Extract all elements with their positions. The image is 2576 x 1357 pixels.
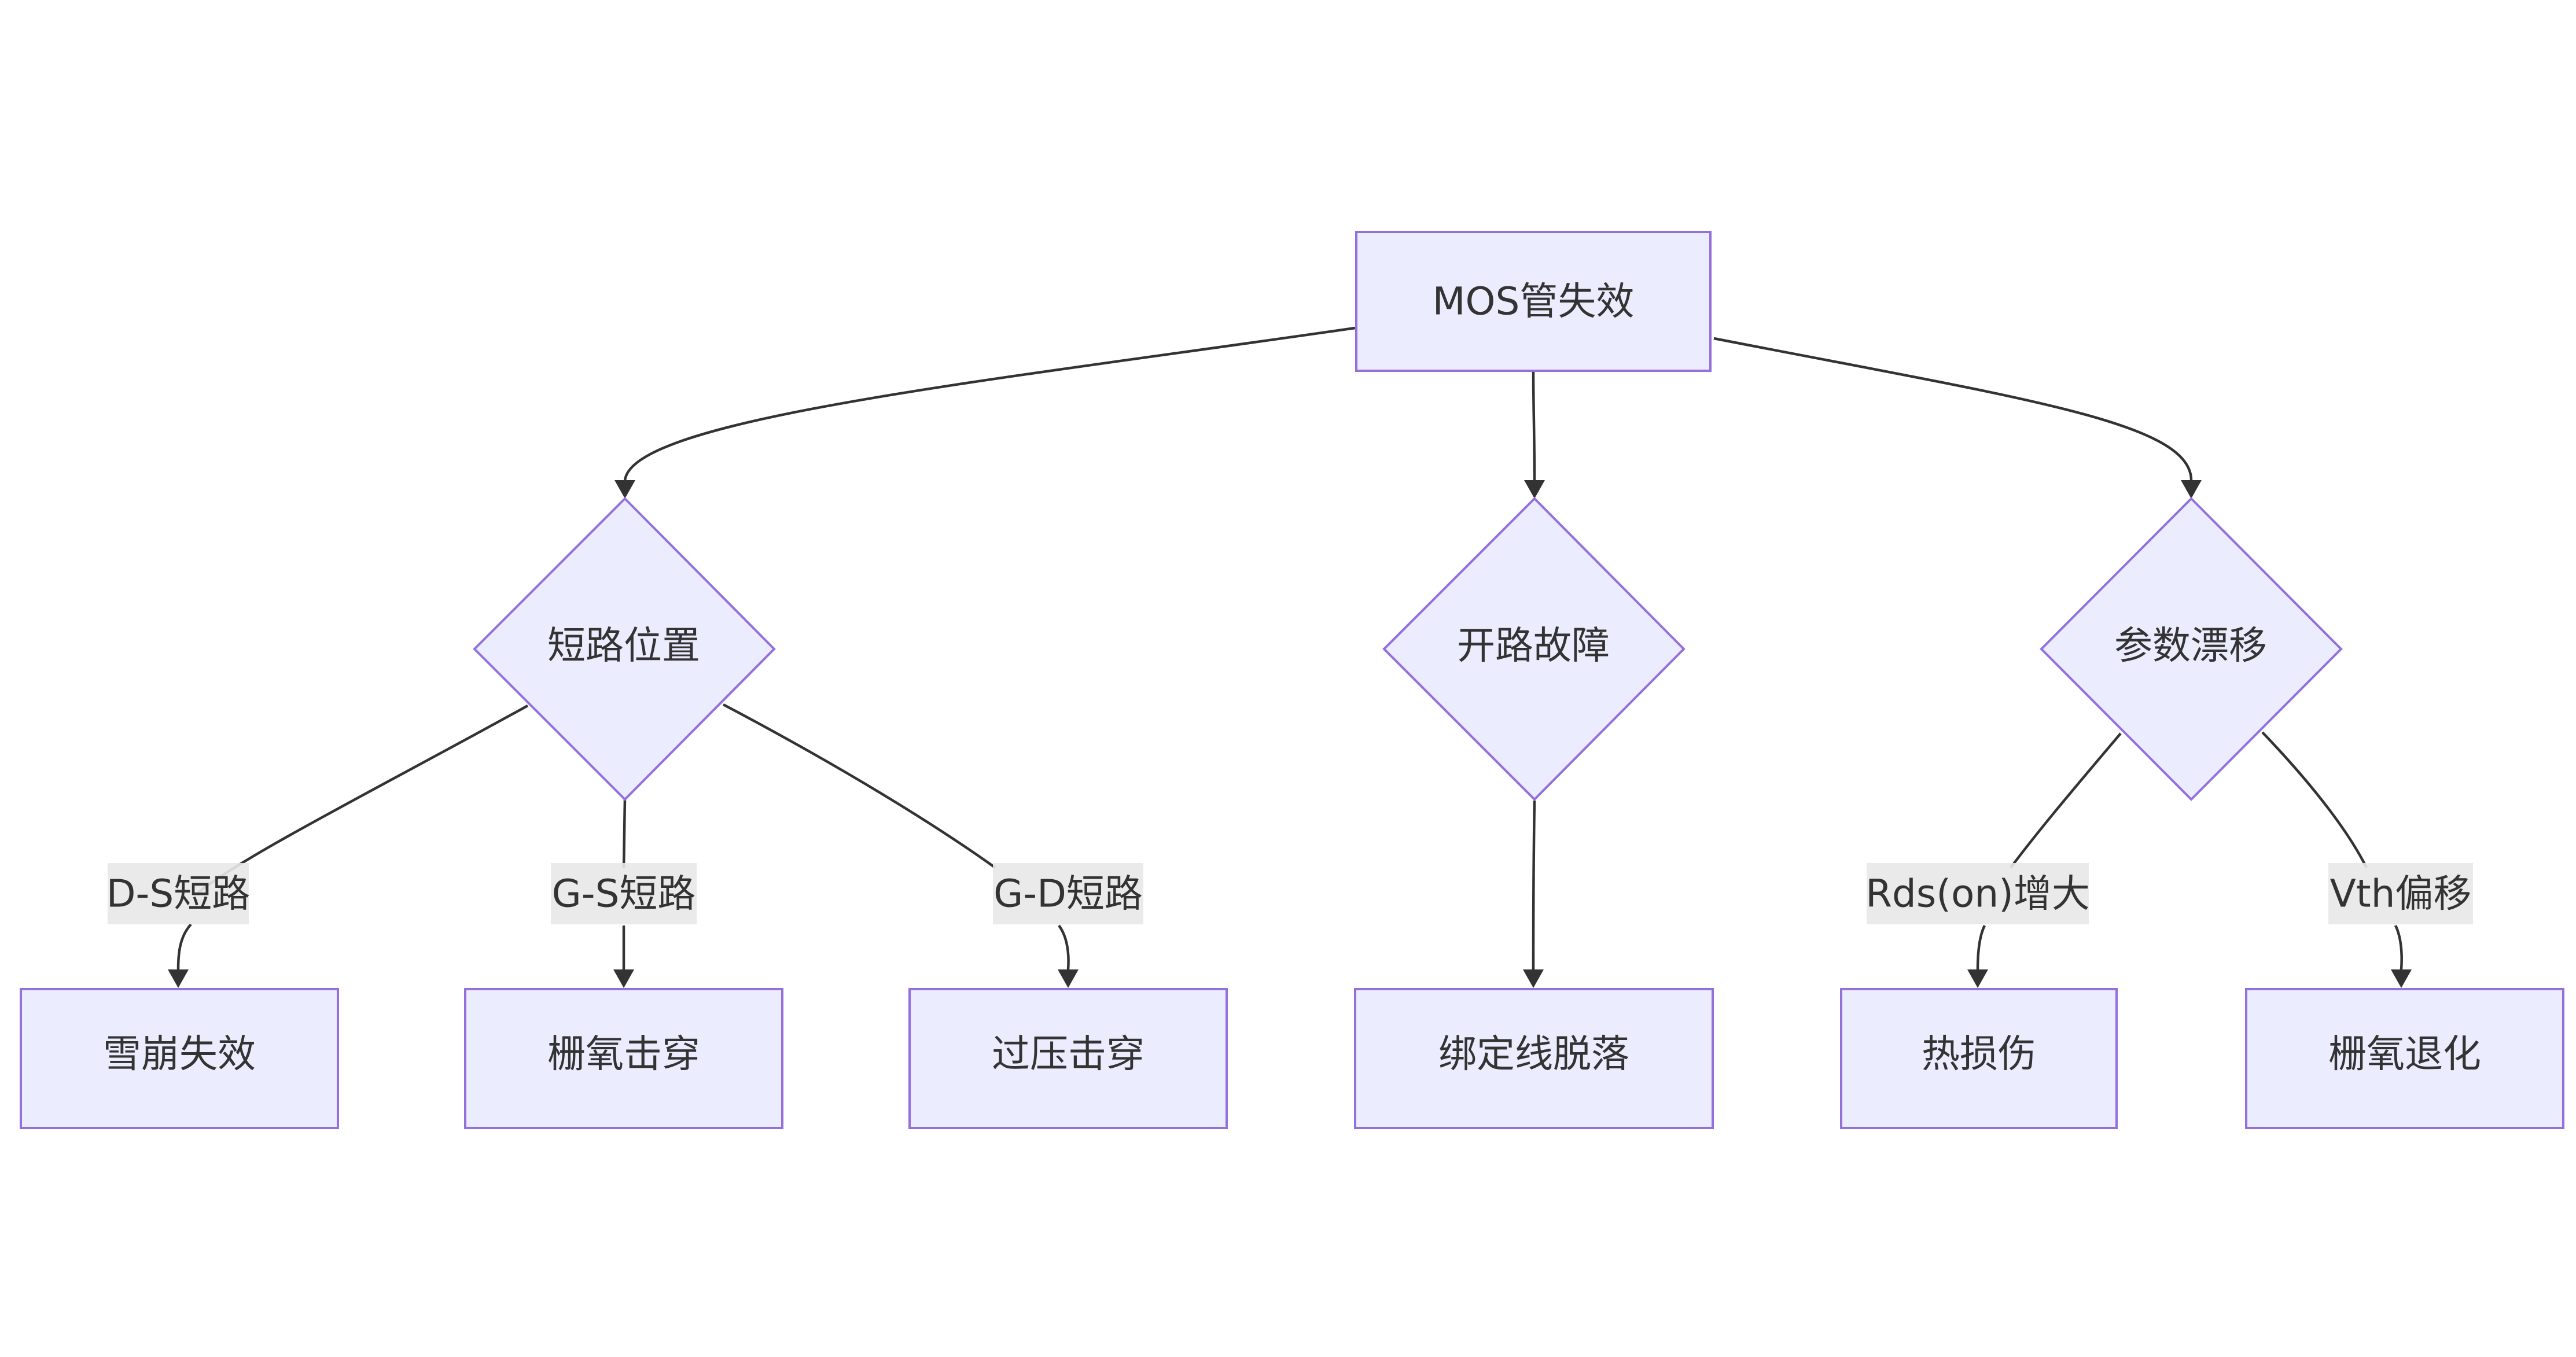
node-gate-oxide-breakdown-label: 栅氧击穿 [547,1032,700,1076]
node-overvoltage-breakdown-label: 过压击穿 [992,1032,1145,1076]
node-bond-wire-off-label: 绑定线脱落 [1438,1032,1629,1076]
node-open-fault: 开路故障 [1382,497,1686,801]
node-gate-oxide-breakdown: 栅氧击穿 [464,988,783,1129]
edge-labels: D-S短路 G-S短路 G-D短路 Rds(on)增大 Vth偏移 [106,863,2473,924]
edge-short-location-to-gate-oxide [622,798,627,868]
arrowhead-param-drift [2181,480,2202,499]
edge-open-fault-to-bond-wire [1532,800,1536,970]
node-open-fault-label: 开路故障 [1457,624,1610,668]
arrowhead-overvoltage-breakdown [1058,969,1079,988]
edge-label-gd-short-text: G-D短路 [993,872,1143,916]
edge-root-to-param-drift [1713,337,2193,482]
node-param-drift-label: 参数漂移 [2114,624,2267,668]
edge-param-drift-to-gate-degradation [2261,731,2368,869]
edge-param-drift-to-thermal [2010,732,2122,869]
edge-label-vth-shift: Vth偏移 [2328,863,2473,924]
node-bond-wire-off: 绑定线脱落 [1354,988,1714,1129]
edge-label-ds-short-text: D-S短路 [106,872,251,916]
node-short-location: 短路位置 [473,497,776,801]
edge-label-gs-short-text: G-S短路 [552,872,696,916]
node-root: MOS管失效 [1355,231,1712,372]
node-thermal-damage-label: 热损伤 [1922,1032,2036,1076]
edge-label-gs-short: G-S短路 [551,863,697,924]
edge-label-ds-short: D-S短路 [106,863,251,924]
node-gate-oxide-degradation-label: 栅氧退化 [2328,1032,2481,1076]
node-thermal-damage: 热损伤 [1840,988,2118,1129]
edges [168,326,2412,988]
edge-label-gd-short: G-D短路 [993,863,1143,924]
arrowhead-open-fault [1524,480,1545,499]
node-root-label: MOS管失效 [1433,279,1635,324]
edge-ds-label-to-avalanche [176,923,192,970]
edge-vth-label-to-gate-degradation [2394,924,2403,970]
edge-root-to-short-location [623,326,1356,482]
arrowhead-bond-wire [1523,969,1544,988]
arrowhead-gate-oxide-degradation [2391,969,2412,988]
nodes: MOS管失效 短路位置 开路故障 参数漂移 雪崩失效 栅氧击穿 过压击穿 [20,231,2564,1129]
arrowhead-thermal-damage [1967,969,1988,988]
arrowhead-short-location [614,480,635,499]
node-avalanche-label: 雪崩失效 [103,1032,256,1076]
arrowhead-gate-oxide-breakdown [613,969,634,988]
edge-gd-label-to-overvoltage [1058,924,1070,970]
edge-rds-label-to-thermal [1976,924,1986,970]
edge-short-location-to-overvoltage [722,703,996,869]
node-gate-oxide-degradation: 栅氧退化 [2245,988,2564,1129]
edge-label-rds-increase: Rds(on)增大 [1865,863,2090,924]
node-avalanche: 雪崩失效 [20,988,339,1129]
edge-label-rds-increase-text: Rds(on)增大 [1865,872,2090,916]
edge-label-vth-shift-text: Vth偏移 [2330,872,2472,916]
node-short-location-label: 短路位置 [547,624,700,668]
edge-root-to-open-fault [1532,371,1536,482]
arrowhead-avalanche [168,969,189,988]
node-param-drift: 参数漂移 [2040,497,2343,801]
node-overvoltage-breakdown: 过压击穿 [908,988,1228,1129]
